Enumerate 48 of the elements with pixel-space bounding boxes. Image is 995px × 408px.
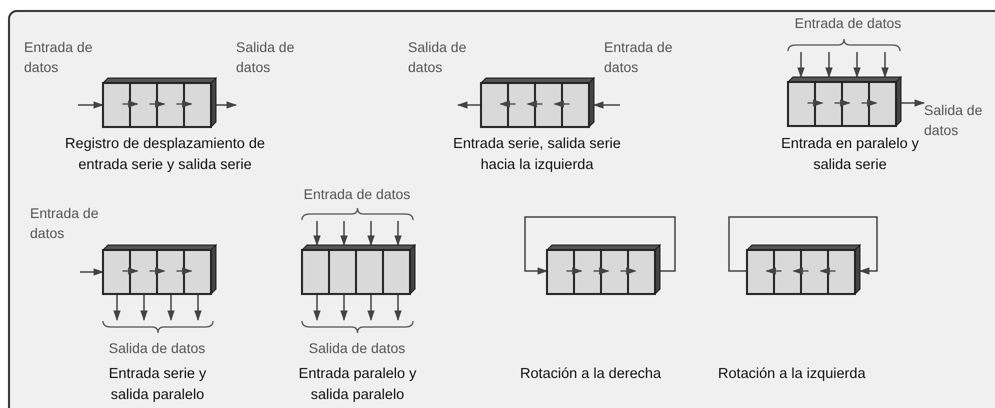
shift-register-drawing xyxy=(788,77,901,126)
arrow xyxy=(592,101,620,109)
shift-register-drawing xyxy=(302,245,415,294)
arrow xyxy=(825,52,833,78)
shift-register-drawing xyxy=(103,245,216,294)
shift-register-drawing xyxy=(747,245,860,294)
arrow xyxy=(853,52,861,78)
data-label: Salida de datos xyxy=(408,38,468,77)
data-label: Salida de datos xyxy=(924,101,984,140)
arrow xyxy=(313,221,321,246)
caption: Entrada serie y salida paralelo xyxy=(108,365,208,405)
arrow xyxy=(901,99,926,107)
arrow xyxy=(113,294,121,322)
data-label: Entrada de datos xyxy=(24,38,94,77)
arrow xyxy=(394,294,402,322)
data-label: Salida de datos xyxy=(108,339,206,358)
data-label: Salida de datos xyxy=(236,38,296,77)
arrow xyxy=(313,294,321,322)
arrow xyxy=(456,101,481,109)
arrow xyxy=(80,268,104,276)
arrow xyxy=(78,101,104,109)
arrow xyxy=(340,294,348,322)
arrow xyxy=(140,294,148,322)
arrow xyxy=(394,221,402,246)
arrow xyxy=(194,294,202,322)
caption: Rotación a la izquierda xyxy=(718,365,867,384)
shift-register-drawing xyxy=(547,245,660,294)
arrow xyxy=(167,294,175,322)
arrow xyxy=(367,294,375,322)
data-label: Entrada de datos xyxy=(604,38,674,77)
caption: Registro de desplazamiento de entrada serie y salida serie xyxy=(64,135,266,175)
arrow xyxy=(728,216,878,275)
caption: Entrada en paralelo y salida serie xyxy=(780,135,920,175)
data-label: Entrada de datos xyxy=(30,204,100,243)
caption: Entrada paralelo y salida paralelo xyxy=(298,365,418,405)
caption: Rotación a la derecha xyxy=(520,365,662,384)
arrow xyxy=(524,216,676,275)
shift-register-drawing xyxy=(481,78,594,127)
arrow xyxy=(367,221,375,246)
arrow xyxy=(340,221,348,246)
arrow xyxy=(216,101,238,109)
data-label: Entrada de datos xyxy=(302,185,412,204)
shift-register-drawing xyxy=(103,78,216,127)
caption: Entrada serie, salida serie hacia la izquierda xyxy=(452,135,622,175)
arrow xyxy=(797,52,805,78)
arrow xyxy=(881,52,889,78)
data-label: Entrada de datos xyxy=(794,14,902,33)
data-label: Salida de datos xyxy=(308,339,406,358)
